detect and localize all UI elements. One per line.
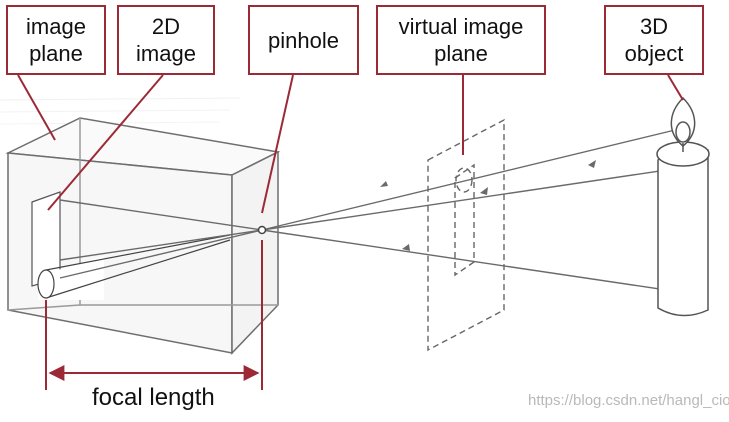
callout-leaders — [17, 74, 684, 214]
pinhole-label: pinhole — [248, 5, 359, 75]
3d-object-label: 3D object — [604, 5, 704, 75]
virtual-image-plane-label: virtual image plane — [376, 5, 546, 75]
camera-box — [5, 117, 281, 355]
2d-image-label: 2D image — [117, 5, 215, 75]
image-plane-label: image plane — [6, 5, 106, 75]
light-rays — [59, 129, 701, 296]
background-texture — [0, 97, 241, 125]
focal-length-label: focal length — [92, 384, 215, 411]
focal-length-dimension — [45, 240, 263, 390]
inverted-candle-image — [37, 234, 231, 300]
watermark-text: https://blog.csdn.net/hangl_ciom — [528, 392, 729, 409]
pinhole-point — [257, 225, 267, 235]
candle-object — [656, 96, 710, 317]
virtual-image-plane — [427, 118, 505, 352]
